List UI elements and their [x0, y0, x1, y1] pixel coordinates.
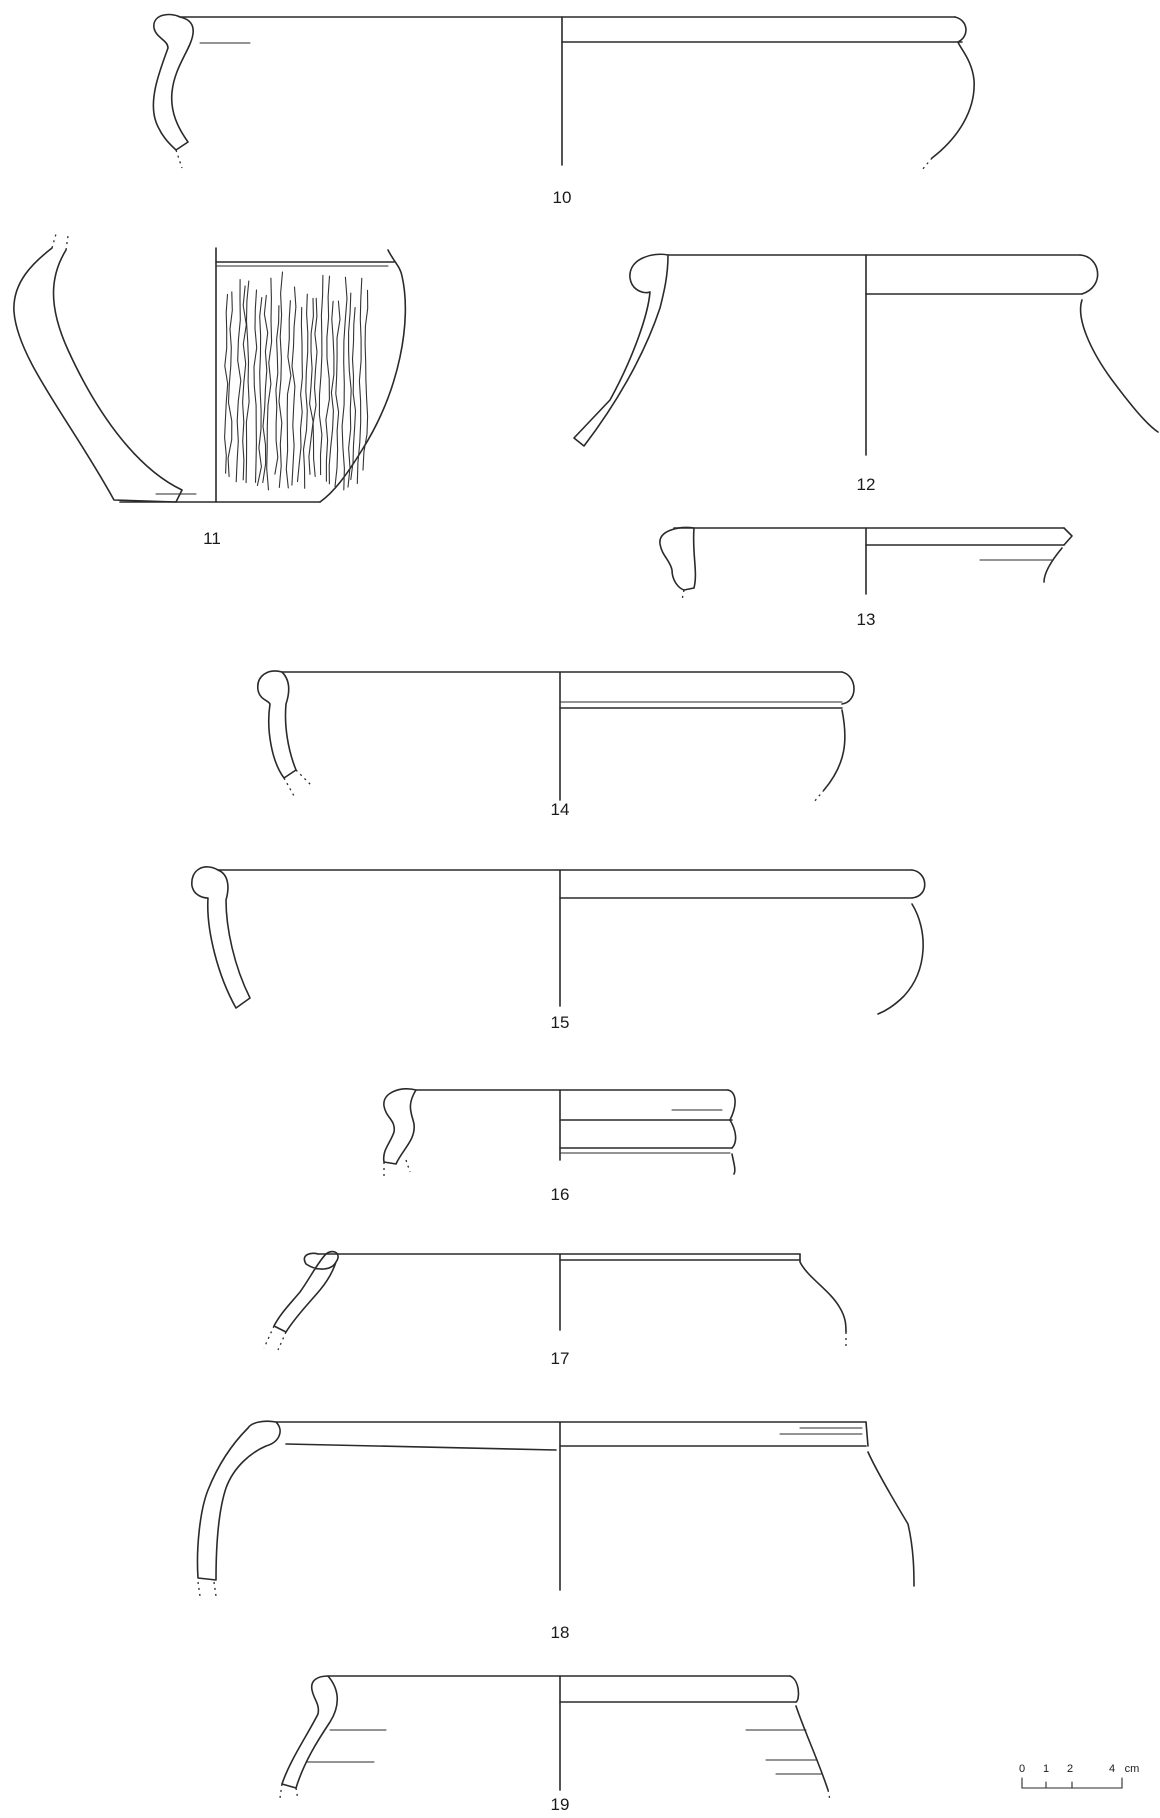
striation-mark	[312, 297, 318, 478]
striation-mark	[262, 294, 269, 483]
vessel-19	[279, 1675, 831, 1801]
figure-label-15: 15	[551, 1013, 570, 1032]
figure-label-12: 12	[857, 475, 876, 494]
scale-unit: cm	[1125, 1763, 1140, 1775]
striation-mark	[235, 279, 242, 483]
figure-label-11: 11	[203, 529, 221, 548]
figure-label-16: 16	[551, 1185, 570, 1204]
vessel-15	[191, 866, 926, 1015]
striation-mark	[302, 293, 309, 489]
scale-tick-label: 1	[1043, 1763, 1049, 1775]
striation-mark	[285, 300, 292, 489]
striation-mark	[278, 271, 284, 489]
striation-mark	[362, 289, 369, 471]
scale-bar: 0 1 2 4 cm	[1019, 1763, 1140, 1789]
striation-mark	[274, 305, 280, 475]
vessel-16	[382, 1088, 737, 1176]
striation-mark	[266, 277, 273, 491]
striation-mark	[224, 293, 229, 474]
striation-mark	[350, 306, 357, 481]
vessel-13	[659, 526, 1073, 601]
scale-tick-label: 2	[1067, 1763, 1073, 1775]
figure-label-10: 10	[553, 188, 572, 207]
vessel-14	[257, 670, 855, 803]
striation-mark	[296, 306, 303, 483]
figure-label-13: 13	[857, 610, 876, 629]
striation-mark	[334, 300, 341, 488]
striation-mark	[341, 276, 348, 491]
figure-label-18: 18	[551, 1623, 570, 1642]
striation-mark	[328, 300, 335, 485]
striation-mark	[356, 277, 363, 485]
vessel-10	[152, 13, 975, 171]
figure-label-17: 17	[551, 1349, 570, 1368]
striation-mark	[318, 274, 324, 476]
vessel-12	[573, 253, 1159, 456]
vessel-11	[13, 233, 407, 503]
striation-mark	[325, 275, 331, 482]
striation-mark	[308, 297, 314, 475]
striation-mark	[227, 291, 233, 478]
scale-tick-label: 0	[1019, 1763, 1025, 1775]
striation-mark	[347, 292, 352, 488]
scale-tick-label: 4	[1109, 1763, 1115, 1775]
vessel-18	[196, 1420, 915, 1597]
striation-mark	[253, 289, 258, 483]
striation-mark	[256, 297, 263, 487]
striation-mark	[245, 280, 250, 484]
figure-label-19: 19	[551, 1795, 570, 1814]
vessel-17	[263, 1250, 847, 1351]
figure-label-14: 14	[551, 800, 570, 819]
striation-mark	[242, 285, 247, 481]
striation-mark	[291, 286, 297, 486]
